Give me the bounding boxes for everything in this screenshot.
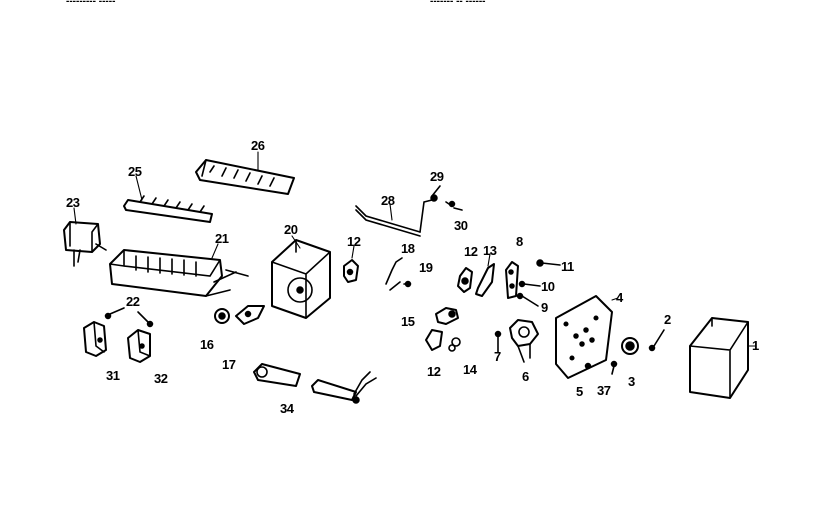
part-7-drawing: [494, 330, 502, 353]
callout-5: 5: [576, 384, 583, 399]
callout-22: 22: [126, 294, 140, 309]
part-20-drawing: [271, 235, 331, 319]
callout-23: 23: [66, 195, 80, 210]
callout-28: 28: [381, 193, 395, 208]
callout-12b: 12: [427, 364, 441, 379]
part-4-drawing: [555, 295, 619, 379]
callout-18: 18: [401, 241, 415, 256]
part-34-drawing: [253, 363, 377, 404]
part-17-drawing: [235, 305, 265, 325]
callout-15: 15: [401, 314, 415, 329]
part-29-30-drawing: [430, 185, 463, 211]
callout-11: 11: [561, 259, 574, 274]
part-9-10-11-drawing: [516, 259, 561, 307]
part-37-drawing: [610, 360, 618, 375]
callout-7: 7: [494, 349, 501, 364]
part-16-drawing: [214, 308, 230, 324]
callout-1: 1: [752, 338, 759, 353]
callout-6: 6: [522, 369, 529, 384]
callout-12c: 12: [464, 244, 478, 259]
part-12c-drawing: [425, 329, 443, 351]
part-6-drawing: [509, 319, 539, 363]
callout-20: 20: [284, 222, 298, 237]
callout-30: 30: [454, 218, 468, 233]
part-5-drawing: [584, 362, 592, 370]
part-8-drawing: [505, 261, 519, 299]
part-15-drawing: [435, 307, 459, 325]
callout-21: 21: [215, 231, 229, 246]
callout-10: 10: [541, 279, 555, 294]
part-28-drawing: [355, 199, 433, 237]
part-13-drawing: [475, 253, 495, 297]
callout-26: 26: [251, 138, 265, 153]
callout-32: 32: [154, 371, 168, 386]
callout-12a: 12: [347, 234, 361, 249]
callout-14: 14: [463, 362, 478, 377]
callout-29: 29: [430, 169, 444, 184]
part-14-drawing: [448, 337, 461, 352]
callout-4: 4: [616, 290, 624, 305]
callout-17: 17: [222, 357, 236, 372]
part-1-drawing: [689, 317, 757, 399]
callout-37: 37: [597, 383, 611, 398]
callout-13: 13: [483, 243, 497, 258]
callout-9: 9: [541, 300, 548, 315]
callout-25: 25: [128, 164, 142, 179]
part-2-drawing: [648, 329, 665, 352]
callout-31: 31: [106, 368, 120, 383]
part-18-19-drawing: [385, 257, 412, 291]
part-32-drawing: [127, 329, 151, 363]
part-23-drawing: [63, 207, 107, 267]
part-22-drawing: [104, 307, 154, 328]
part-12b-drawing: [457, 267, 473, 293]
callout-8: 8: [516, 234, 523, 249]
header-left-text: --------- -----: [66, 0, 115, 7]
part-31-drawing: [83, 321, 107, 357]
callout-16: 16: [200, 337, 214, 352]
callout-2: 2: [664, 312, 671, 327]
callout-34: 34: [280, 401, 295, 416]
part-25-drawing: [123, 175, 213, 223]
part-12a-drawing: [343, 245, 359, 283]
header-right-text: ------- -- ------: [430, 0, 486, 7]
part-3-drawing: [621, 337, 639, 355]
callout-19: 19: [419, 260, 433, 275]
part-21-drawing: [109, 243, 249, 297]
callout-3: 3: [628, 374, 635, 389]
part-26-drawing: [195, 151, 295, 195]
